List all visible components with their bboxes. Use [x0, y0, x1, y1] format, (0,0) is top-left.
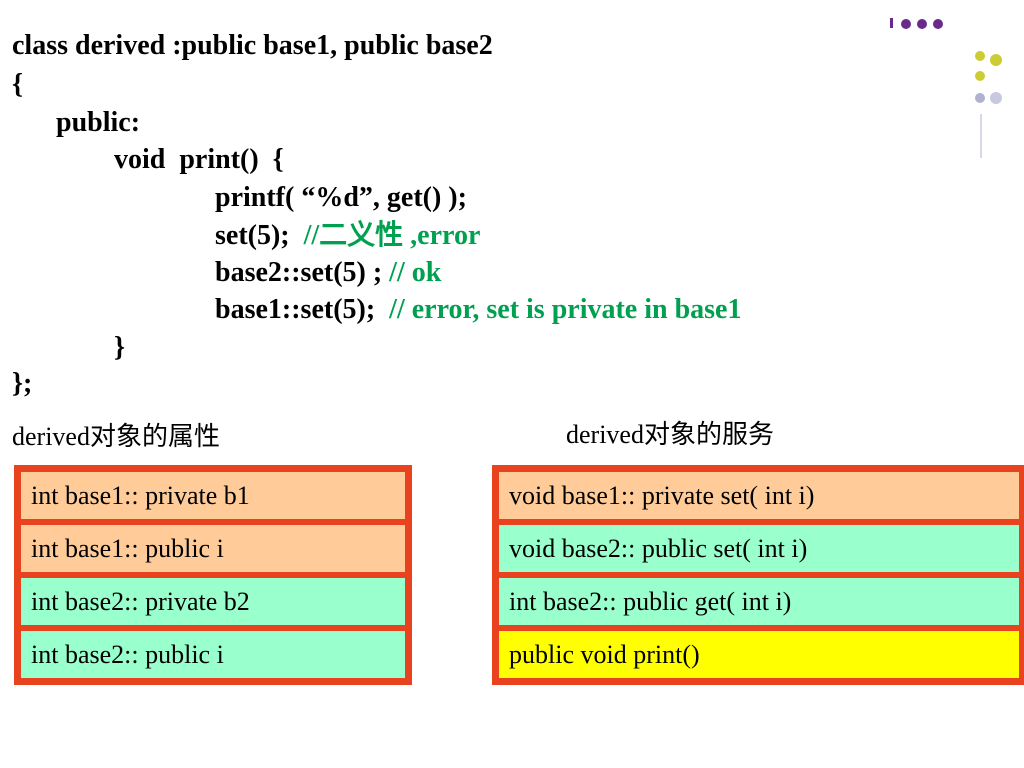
attribute-row: int base1:: private b1 — [19, 470, 407, 521]
service-text: void base1:: private set( int i) — [509, 480, 815, 510]
code-text: set(5); — [215, 220, 304, 251]
attribute-row: int base2:: private b2 — [19, 576, 407, 627]
service-row: public void print() — [497, 629, 1021, 680]
code-line-close-brace: } — [114, 332, 126, 363]
attribute-text: int base2:: private b2 — [31, 586, 250, 616]
code-line-class-decl: class derived :public base1, public base… — [12, 30, 493, 61]
attribute-text: int base1:: private b1 — [31, 480, 250, 510]
service-row: void base1:: private set( int i) — [497, 470, 1021, 521]
service-text: int base2:: public get( int i) — [509, 586, 792, 616]
code-line-base2-set: base2::set(5) ; // ok — [215, 257, 441, 289]
code-comment: // error, set is private in base1 — [389, 294, 742, 325]
attribute-row: int base2:: public i — [19, 629, 407, 680]
slide-decoration — [880, 14, 1024, 164]
service-row: int base2:: public get( int i) — [497, 576, 1021, 627]
code-line-base1-set: base1::set(5); // error, set is private … — [215, 294, 741, 326]
services-table: void base1:: private set( int i) void ba… — [492, 465, 1024, 685]
code-line-print-decl: void print() { — [114, 144, 284, 175]
code-comment: // ok — [389, 257, 442, 288]
code-text: base2::set(5) ; — [215, 257, 390, 288]
attribute-row: int base1:: public i — [19, 523, 407, 574]
code-line-printf: printf( “%d”, get() ); — [215, 182, 467, 213]
code-line-class-end: }; — [12, 368, 33, 399]
attributes-title: derived对象的属性 — [12, 422, 220, 451]
service-row: void base2:: public set( int i) — [497, 523, 1021, 574]
service-text: void base2:: public set( int i) — [509, 533, 808, 563]
attribute-text: int base1:: public i — [31, 533, 224, 563]
code-text: base1::set(5); — [215, 294, 390, 325]
attribute-text: int base2:: public i — [31, 639, 224, 669]
code-line-open-brace: { — [12, 69, 24, 100]
code-line-set: set(5); //二义性 ,error — [215, 220, 480, 252]
services-title: derived对象的服务 — [566, 420, 774, 449]
service-text: public void print() — [509, 639, 700, 669]
attributes-table: int base1:: private b1 int base1:: publi… — [14, 465, 412, 685]
code-comment: //二义性 ,error — [303, 220, 481, 251]
code-line-public: public: — [56, 107, 141, 138]
decorative-dots-icon — [890, 18, 1002, 158]
